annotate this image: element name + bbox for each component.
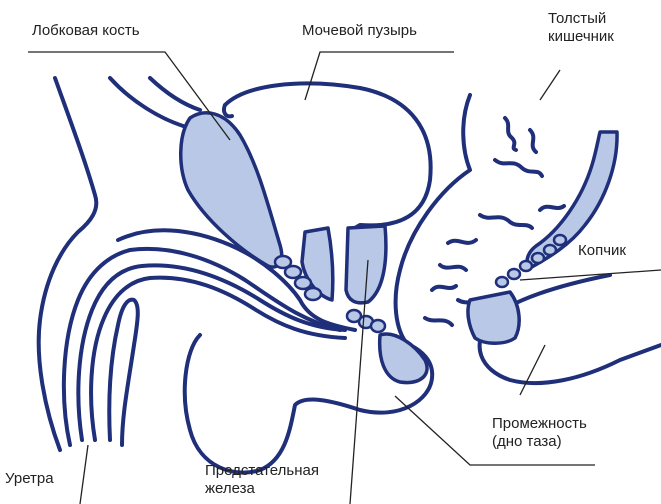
bead bbox=[532, 253, 544, 263]
label-prostate: Предстательная железа bbox=[205, 462, 319, 498]
colon-fold bbox=[530, 130, 536, 152]
bead bbox=[544, 245, 556, 255]
colon-fold bbox=[505, 118, 516, 150]
bead bbox=[305, 288, 321, 300]
leader-perineum bbox=[520, 345, 545, 395]
colon-fold bbox=[448, 240, 476, 243]
bulbourethral-gland bbox=[380, 334, 427, 383]
bead bbox=[520, 261, 532, 271]
label-bladder: Мочевой пузырь bbox=[302, 22, 417, 40]
body-outline bbox=[39, 78, 97, 450]
perineal-block bbox=[468, 292, 519, 343]
bead bbox=[371, 320, 385, 332]
label-urethra: Уретра bbox=[5, 470, 54, 488]
pubic-line-2 bbox=[150, 78, 200, 110]
colon-fold bbox=[480, 215, 532, 228]
bead bbox=[496, 277, 508, 287]
colon-fold bbox=[495, 160, 542, 176]
label-colon: Толстый кишечник bbox=[548, 10, 614, 46]
bladder-top bbox=[224, 105, 232, 116]
label-coccyx: Копчик bbox=[578, 242, 626, 260]
rectum-outline bbox=[396, 95, 470, 345]
bead bbox=[295, 277, 311, 289]
bead bbox=[508, 269, 520, 279]
colon-fold bbox=[432, 286, 456, 290]
colon-fold bbox=[425, 318, 452, 325]
leader-urethra bbox=[80, 445, 88, 504]
colon-fold bbox=[440, 265, 466, 270]
label-perineum: Промежность (дно таза) bbox=[492, 415, 587, 451]
bead bbox=[554, 235, 566, 245]
bead bbox=[285, 266, 301, 278]
colon-fold bbox=[540, 206, 564, 210]
label-pubic-bone: Лобковая кость bbox=[32, 22, 140, 40]
pubic-line-1 bbox=[110, 78, 190, 128]
glans-tube bbox=[109, 300, 138, 445]
leader-colon bbox=[540, 70, 560, 100]
